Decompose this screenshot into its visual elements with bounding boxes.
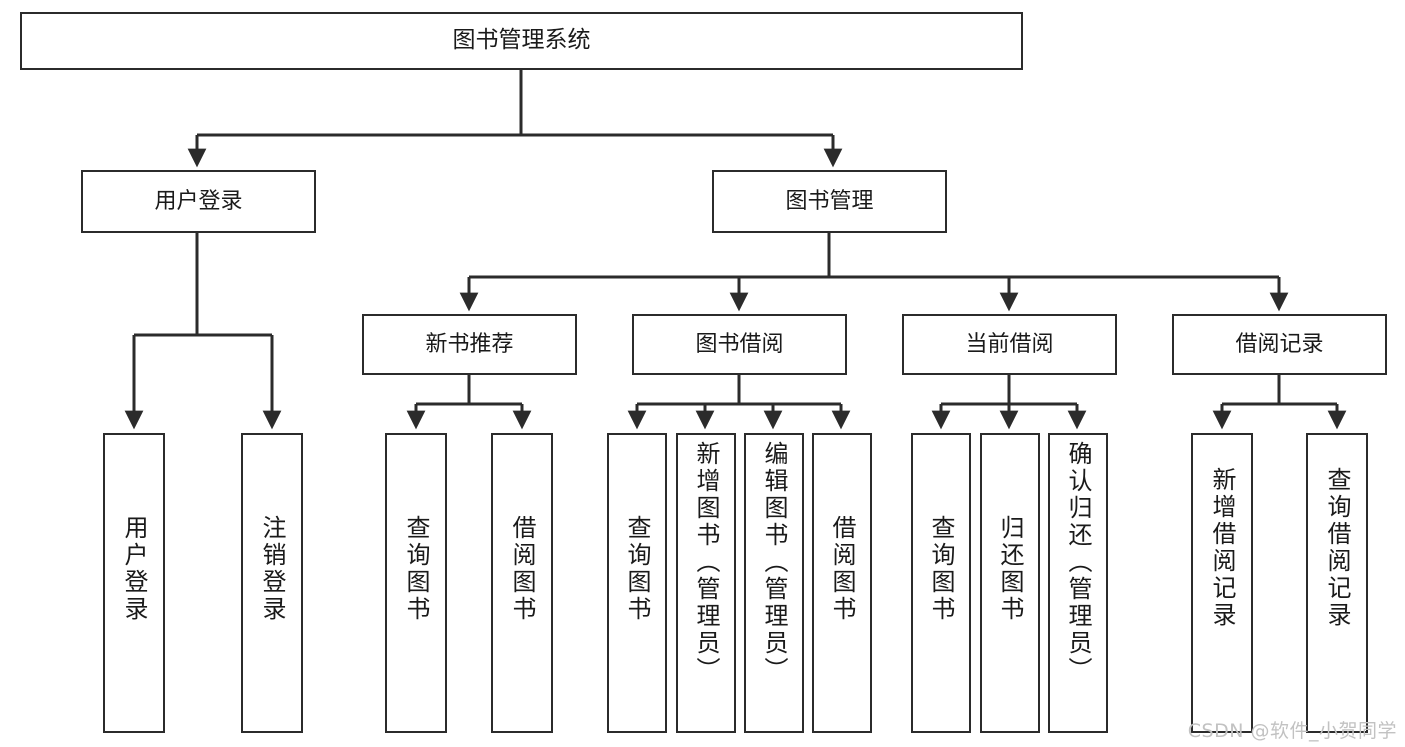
node-label: 新增图书（管理员）	[692, 441, 720, 684]
node-leaf-borrow-book[interactable]: 借阅图书	[812, 433, 872, 733]
node-leaf-edit-book[interactable]: 编辑图书（管理员）	[744, 433, 804, 733]
node-leaf-borrow-book-recommend[interactable]: 借阅图书	[491, 433, 553, 733]
node-label: 查询借阅记录	[1323, 467, 1351, 629]
node-leaf-return-book[interactable]: 归还图书	[980, 433, 1040, 733]
node-label: 注销登录	[258, 515, 286, 623]
node-leaf-add-book[interactable]: 新增图书（管理员）	[676, 433, 736, 733]
node-user-login[interactable]: 用户登录	[81, 170, 316, 233]
node-label: 用户登录	[120, 515, 148, 623]
node-current-borrow[interactable]: 当前借阅	[902, 314, 1117, 375]
node-label: 图书管理	[785, 188, 874, 214]
node-leaf-query-book-borrow[interactable]: 查询图书	[607, 433, 667, 733]
node-label: 查询图书	[927, 515, 955, 623]
node-label: 借阅图书	[828, 515, 856, 623]
node-label: 借阅记录	[1235, 331, 1324, 357]
node-root-system[interactable]: 图书管理系统	[20, 12, 1023, 70]
node-leaf-add-borrow-record[interactable]: 新增借阅记录	[1191, 433, 1253, 733]
node-leaf-user-login[interactable]: 用户登录	[103, 433, 165, 733]
node-label: 图书借阅	[695, 331, 784, 357]
node-book-manage[interactable]: 图书管理	[712, 170, 947, 233]
node-label: 借阅图书	[508, 515, 536, 623]
node-book-borrow[interactable]: 图书借阅	[632, 314, 847, 375]
node-leaf-query-book-current[interactable]: 查询图书	[911, 433, 971, 733]
node-label: 归还图书	[996, 515, 1024, 623]
node-label: 新书推荐	[425, 331, 514, 357]
node-label: 编辑图书（管理员）	[760, 441, 788, 684]
node-leaf-confirm-return[interactable]: 确认归还（管理员）	[1048, 433, 1108, 733]
node-label: 确认归还（管理员）	[1064, 441, 1092, 684]
node-label: 图书管理系统	[452, 27, 591, 54]
node-leaf-logout-login[interactable]: 注销登录	[241, 433, 303, 733]
node-label: 用户登录	[154, 188, 243, 214]
node-label: 查询图书	[402, 515, 430, 623]
node-leaf-query-book-recommend[interactable]: 查询图书	[385, 433, 447, 733]
node-label: 新增借阅记录	[1208, 467, 1236, 629]
watermark-text: CSDN @软件_小贺同学	[1187, 720, 1397, 742]
node-leaf-query-borrow-record[interactable]: 查询借阅记录	[1306, 433, 1368, 733]
node-new-book-recommend[interactable]: 新书推荐	[362, 314, 577, 375]
node-label: 查询图书	[623, 515, 651, 623]
node-borrow-record[interactable]: 借阅记录	[1172, 314, 1387, 375]
node-label: 当前借阅	[965, 331, 1054, 357]
